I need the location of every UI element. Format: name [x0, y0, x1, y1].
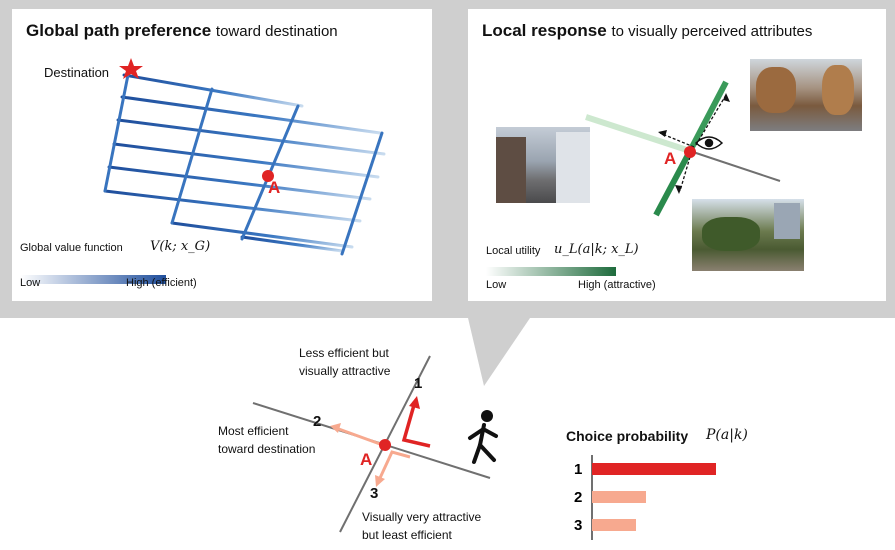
option-1-text-line1: Less efficient but — [299, 346, 389, 360]
global-panel-title: Global path preference toward destinatio… — [26, 21, 338, 41]
option-2-text-line2: toward destination — [218, 442, 316, 456]
global-legend-low: Low — [20, 277, 41, 289]
option-3-text-line2: but least efficient — [362, 528, 452, 542]
global-node-label: A — [268, 178, 281, 197]
global-legend-high: High (efficient) — [126, 277, 197, 289]
local-title-bold: Local response — [482, 21, 607, 40]
view-arrows — [659, 94, 727, 192]
street-photo-left — [496, 127, 590, 203]
global-path-panel: Global path preference toward destinatio… — [12, 9, 432, 301]
local-node-a — [684, 146, 696, 158]
choice-bar-label-1: 1 — [574, 461, 582, 478]
choice-bar-label-2: 2 — [574, 489, 582, 506]
option-1-number: 1 — [414, 375, 423, 392]
choice-bar-label-3: 3 — [574, 517, 582, 534]
choice-bar-2 — [592, 491, 646, 503]
street-photo-bottom-right — [692, 199, 804, 271]
choice-chart-title: Choice probability — [566, 428, 689, 444]
global-node-a — [262, 170, 274, 182]
global-title-rest: toward destination — [215, 23, 338, 40]
choice-node-a — [379, 439, 391, 451]
option-3-text-line1: Visually very attractive — [362, 510, 482, 524]
local-legend-high: High (attractive) — [578, 279, 656, 291]
global-grid-diagram — [20, 58, 386, 284]
local-legend-title: Local utility — [486, 245, 541, 257]
global-legend-title: Global value function — [20, 242, 123, 254]
global-legend-math: V(k; x_G) — [150, 239, 211, 254]
local-legend-low: Low — [486, 279, 507, 291]
option-1-text-line2: visually attractive — [299, 364, 391, 378]
choice-chart-title-math: P(a|k) — [706, 427, 748, 443]
local-legend-math: u_L(a|k; x_L) — [554, 242, 639, 257]
grid-lines — [103, 73, 386, 256]
local-panel-title: Local response to visually perceived att… — [482, 21, 812, 41]
street-photo-top-right — [750, 59, 862, 131]
option-2-text-line1: Most efficient — [218, 424, 289, 438]
global-title-bold: Global path preference — [26, 21, 212, 40]
destination-label: Destination — [44, 65, 110, 80]
eye-icon — [694, 136, 724, 150]
option-3-number: 3 — [370, 485, 379, 502]
local-node-label: A — [664, 149, 677, 168]
destination-star-icon — [119, 58, 143, 79]
local-response-panel: Local response to visually perceived att… — [468, 9, 886, 301]
local-title-rest: to visually perceived attributes — [611, 23, 813, 40]
choice-bar-1 — [592, 463, 716, 475]
walking-person-icon — [468, 410, 498, 464]
choice-bar-3 — [592, 519, 636, 531]
local-crossroad-diagram — [486, 80, 781, 276]
option-2-number: 2 — [313, 413, 322, 430]
choice-node-label: A — [360, 450, 373, 469]
